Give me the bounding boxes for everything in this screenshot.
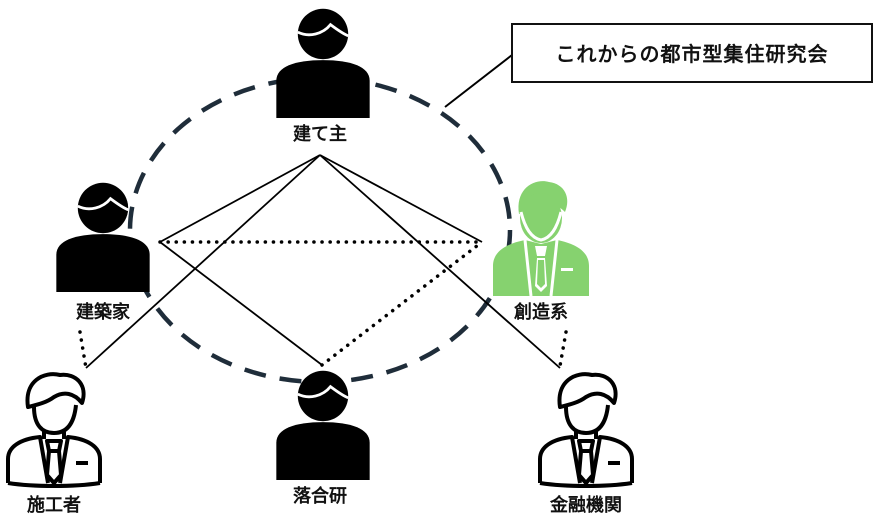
businessman-icon (540, 374, 632, 486)
connections-layer (78, 154, 568, 370)
connection-creative-finance-dotted (558, 330, 568, 368)
actor-architect: 建築家 (54, 181, 152, 323)
title-leader-line (444, 54, 513, 108)
actor-label: 落合研 (293, 485, 347, 507)
person-silhouette-icon (274, 7, 372, 118)
actor-label: 建て主 (293, 123, 347, 145)
actor-label: 施工者 (27, 494, 81, 516)
title-box (511, 23, 873, 83)
connection-owner-architect-solid (159, 154, 321, 243)
actor-contractor: 施工者 (8, 374, 100, 516)
person-silhouette-icon (54, 181, 152, 292)
connection-owner-finance-solid (319, 154, 561, 369)
actor-ochiai-lab: 落合研 (274, 369, 372, 507)
connection-architect-contractor-dotted (78, 330, 88, 370)
connection-owner-creative-solid (319, 154, 483, 243)
person-silhouette-icon (274, 369, 372, 480)
actor-label: 金融機関 (549, 494, 622, 516)
actor-label: 創造系 (513, 301, 568, 323)
diagram-title: これからの都市型集住研究会 (556, 42, 829, 66)
actor-owner: 建て主 (274, 7, 372, 145)
connection-ochiai_lab-creative-dotted (320, 240, 484, 367)
connection-owner-contractor-solid (85, 154, 321, 369)
actor-creative: 創造系 (491, 179, 591, 323)
actor-finance: 金融機関 (540, 374, 632, 516)
businessman-icon (8, 374, 100, 486)
connection-architect-ochiai_lab-solid (159, 241, 323, 366)
actor-label: 建築家 (76, 301, 131, 323)
